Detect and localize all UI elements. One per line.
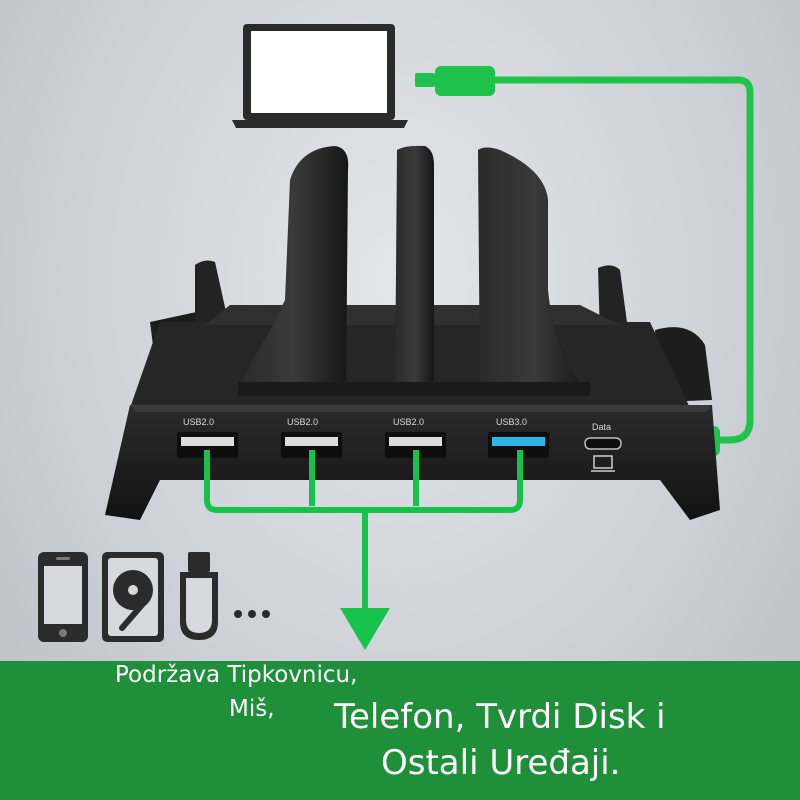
connection-lines	[204, 450, 523, 612]
usb-flash-drive-icon	[180, 552, 218, 640]
arrow-down-icon	[340, 608, 390, 650]
caption-line-3: Telefon, Tvrdi Disk i	[334, 697, 666, 737]
caption-line-2: Miš,	[229, 696, 275, 722]
caption-banner	[0, 661, 800, 800]
port-label-3: USB2.0	[393, 417, 424, 427]
docking-station	[105, 145, 720, 520]
port-label-4: USB3.0	[496, 417, 527, 427]
port-label-data: Data	[592, 422, 611, 432]
caption-line-1: Podržava Tipkovnicu,	[115, 662, 358, 688]
more-dots-icon	[234, 610, 270, 618]
laptop-icon	[232, 24, 408, 128]
port-label-1: USB2.0	[183, 417, 214, 427]
usb-port-4	[488, 432, 549, 458]
phone-icon	[38, 552, 88, 642]
usb-port-2	[281, 432, 342, 458]
usb-port-3	[385, 432, 446, 458]
usb-port-1	[177, 432, 238, 458]
laptop-small-icon	[591, 455, 615, 472]
hard-disk-icon	[102, 552, 164, 642]
usb-c-port	[584, 437, 622, 450]
port-label-2: USB2.0	[287, 417, 318, 427]
caption-line-4: Ostali Uređaji.	[381, 743, 621, 783]
